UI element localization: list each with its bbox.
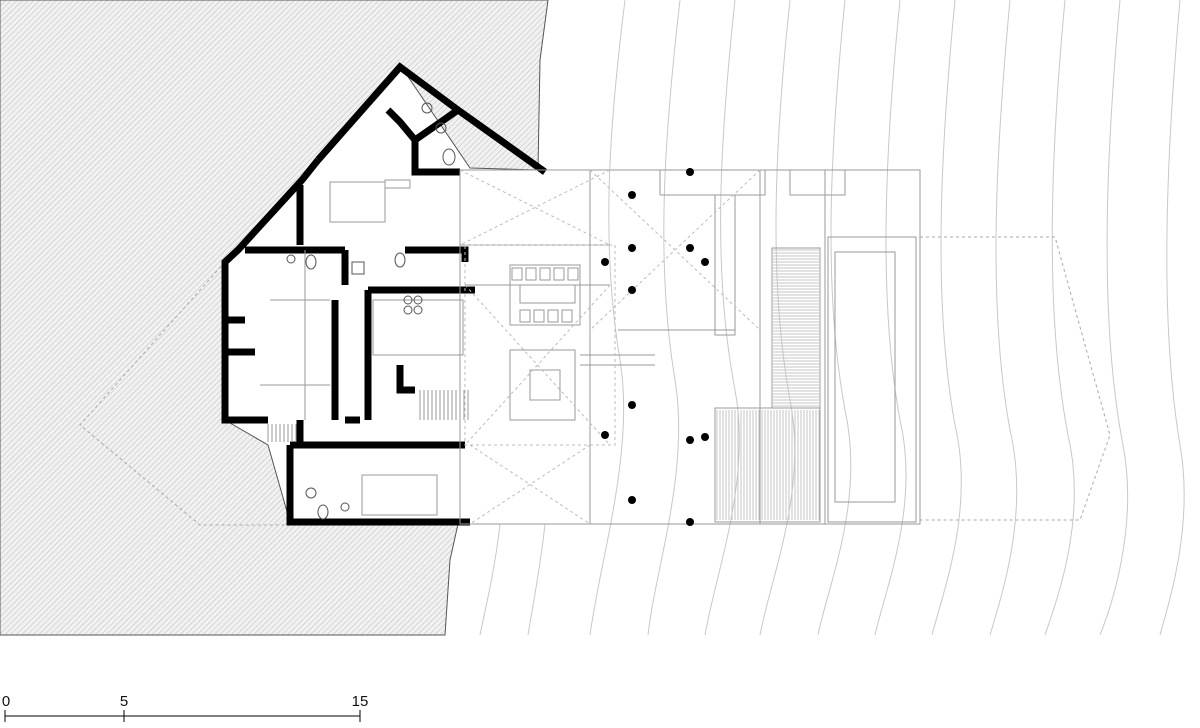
roof-projection	[459, 169, 761, 525]
scale-label-5: 5	[119, 693, 129, 710]
column	[701, 258, 709, 266]
column	[686, 168, 694, 176]
column	[701, 433, 709, 441]
column	[628, 191, 636, 199]
column	[628, 496, 636, 504]
column	[686, 518, 694, 526]
column	[601, 258, 609, 266]
scale-bar	[4, 710, 361, 722]
wood-deck	[714, 247, 821, 523]
column	[628, 401, 636, 409]
interior-lines	[260, 169, 921, 525]
scale-label-0: 0	[1, 693, 11, 710]
column	[686, 436, 694, 444]
site-contours	[479, 0, 1185, 636]
site-boundary-east	[920, 236, 1111, 521]
dining-table	[511, 267, 579, 323]
stairs	[267, 390, 469, 442]
column	[628, 244, 636, 252]
column	[601, 431, 609, 439]
column	[686, 244, 694, 252]
columns	[601, 168, 709, 526]
terrain-hatch-area	[0, 0, 549, 636]
bathroom-fixtures	[286, 102, 456, 520]
scale-label-15: 15	[351, 693, 369, 710]
deck-boards	[716, 249, 820, 520]
column	[628, 286, 636, 294]
walls	[221, 62, 548, 526]
